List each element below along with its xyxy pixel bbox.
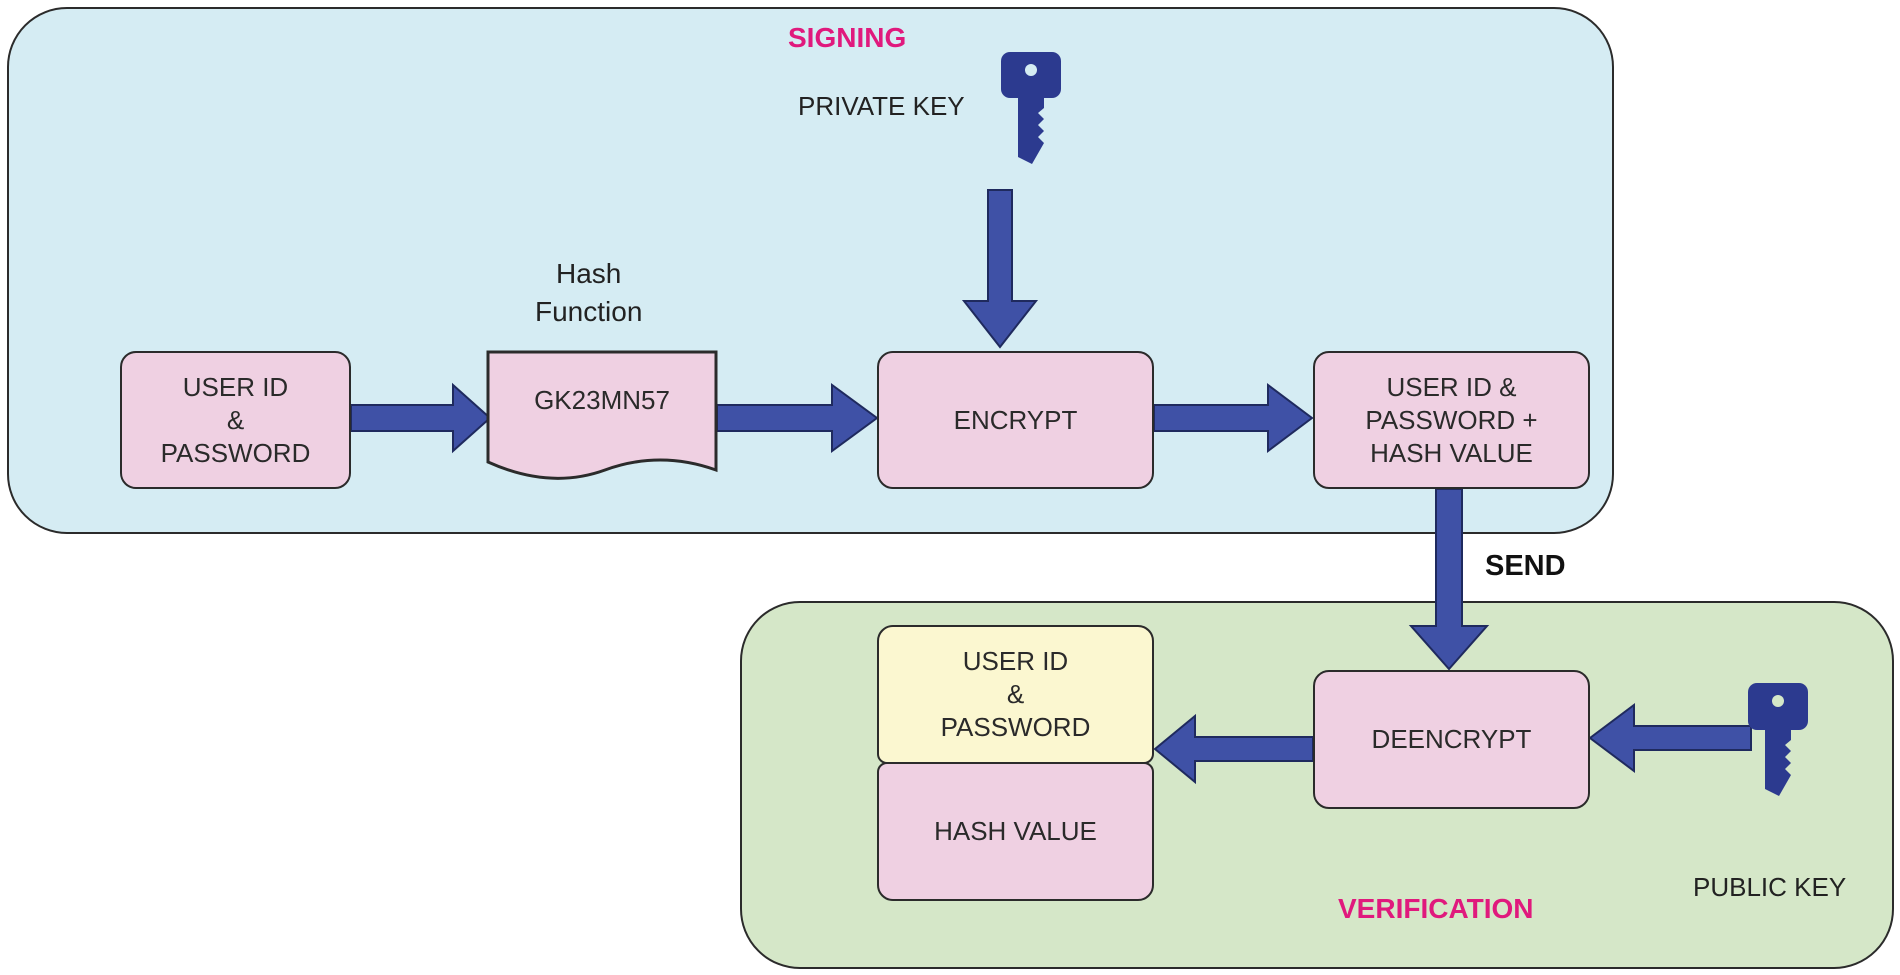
arrow-to-recovered: [1153, 713, 1314, 785]
encrypt-box: ENCRYPT: [877, 351, 1154, 489]
public-key-icon: [1748, 683, 1808, 796]
arrow-public-key-to-decrypt: [1588, 703, 1752, 773]
recovered-credentials-box: USER ID & PASSWORD: [877, 625, 1154, 764]
private-key-icon: [1001, 52, 1061, 164]
arrow-send: [1408, 488, 1490, 671]
signed-output-box: USER ID & PASSWORD + HASH VALUE: [1313, 351, 1590, 489]
arrow-key-to-encrypt: [961, 189, 1039, 349]
public-key-label: PUBLIC KEY: [1693, 872, 1847, 902]
verification-title: VERIFICATION: [1338, 893, 1534, 924]
decrypt-box: DEENCRYPT: [1313, 670, 1590, 809]
hash-document-shape: [486, 350, 718, 480]
arrow-to-hash: [350, 382, 492, 454]
hash-document-label: GK23MN57: [534, 384, 670, 415]
arrow-to-output: [1153, 383, 1314, 453]
signing-title: SIGNING: [788, 22, 907, 53]
private-key-label: PRIVATE KEY: [798, 91, 965, 121]
hash-function-label: Hash Function: [535, 258, 643, 327]
user-credentials-box: USER ID & PASSWORD: [120, 351, 351, 489]
recovered-hash-box: HASH VALUE: [877, 762, 1154, 901]
send-label: SEND: [1485, 550, 1566, 582]
arrow-to-encrypt: [716, 383, 879, 453]
